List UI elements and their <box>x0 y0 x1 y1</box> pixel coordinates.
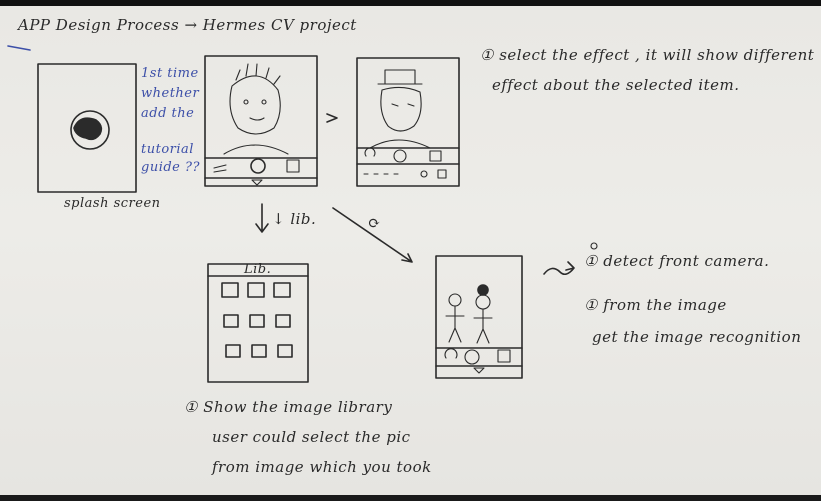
library-arrow-label: ↓ lib. <box>272 210 317 228</box>
library-header: Lib. <box>244 262 272 277</box>
effect-screen-frame <box>356 57 460 187</box>
splash-note-line: tutorial <box>141 142 194 157</box>
face-sketch <box>229 75 281 135</box>
splash-screen-frame <box>37 63 137 193</box>
camera-note-line: ① detect front camera. <box>584 252 770 270</box>
camera-note-line: ① from the image <box>584 296 727 314</box>
camera-note-line: get the image recognition <box>592 328 802 346</box>
library-note-line: ① Show the image library <box>184 398 393 416</box>
front-camera-screen-frame <box>435 255 523 379</box>
switch-arrow-label: ⟳ <box>368 214 382 232</box>
shutter-icon <box>250 158 266 174</box>
splash-logo <box>70 110 110 150</box>
splash-note-line: guide ?? <box>141 160 200 175</box>
effect-note-line: ① select the effect , it will show diffe… <box>480 46 815 64</box>
library-arrow <box>255 203 269 233</box>
curly-arrow <box>543 261 575 276</box>
effect-note-line: effect about the selected item. <box>492 76 740 94</box>
library-note-line: user could select the pic <box>212 428 411 446</box>
wireframe-sketches <box>7 45 598 383</box>
blue-mark <box>7 45 31 51</box>
library-note-line: from image which you took <box>212 458 432 476</box>
splash-caption: splash screen <box>64 196 161 211</box>
library-screen-frame <box>207 263 309 383</box>
camera-screen-frame <box>204 55 318 187</box>
splash-note-line: 1st time <box>141 66 199 81</box>
next-arrow <box>326 113 338 123</box>
switch-arrow <box>332 207 413 263</box>
page-title: APP Design Process → Hermes CV project <box>18 16 357 34</box>
gallery-icon <box>286 159 300 173</box>
splash-note-line: add the <box>141 106 195 121</box>
library-thumbnails <box>221 282 293 358</box>
splash-note-line: whether <box>141 86 200 101</box>
